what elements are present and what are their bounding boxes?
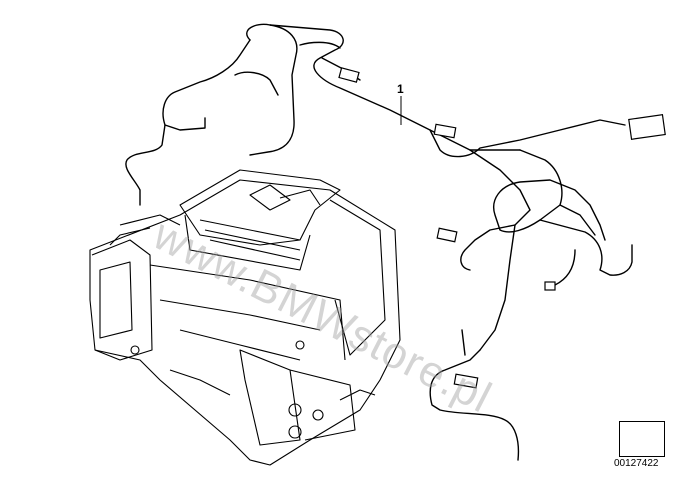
reference-number: 00127422: [614, 458, 659, 469]
harness-connectors: [338, 67, 666, 389]
reference-box: [619, 421, 665, 457]
part-callout-label[interactable]: 1: [397, 82, 404, 96]
hvac-housing-unit[interactable]: [89, 169, 401, 466]
wiring-harness[interactable]: [125, 23, 633, 461]
